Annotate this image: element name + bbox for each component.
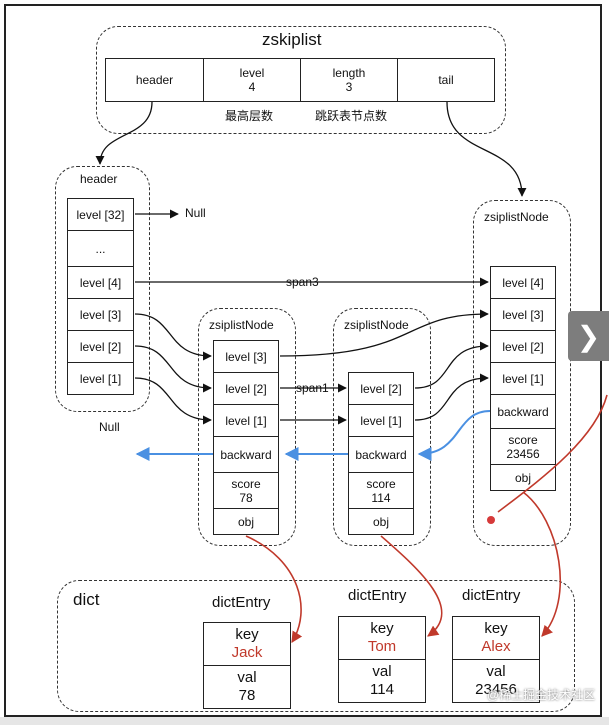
node2-backward: backward	[348, 436, 414, 473]
node2-score-label: score	[366, 476, 396, 491]
node3-obj-arrow	[522, 491, 561, 637]
dict-entry-title: dictEntry	[212, 594, 271, 611]
node3-level-1: level [1]	[490, 362, 556, 395]
header-null-label: Null	[185, 206, 206, 220]
node2-obj-arrow	[380, 535, 443, 637]
header-node-container	[55, 166, 150, 412]
header-level1-arrow	[134, 377, 212, 425]
dict-entry-val-label: val	[237, 669, 257, 686]
next-slide-button[interactable]: ❯	[568, 311, 609, 361]
node1-obj: obj	[213, 508, 279, 535]
dict-container	[57, 580, 575, 712]
zskiplist-level-label: level	[239, 66, 265, 80]
node1-title: zsiplistNode	[209, 318, 274, 332]
dict-entry-key-label: key	[484, 620, 508, 637]
dict-entry-key-label: key	[370, 620, 394, 637]
dict-entry-val-value: 23456	[475, 681, 517, 698]
node2-level1-arrow	[414, 373, 489, 421]
node1-level-3: level [3]	[213, 340, 279, 373]
zskiplist-length-note: 跳跃表节点数	[315, 109, 388, 123]
node3-obj: obj	[490, 464, 556, 491]
zskiplist-length-value: 3	[345, 80, 353, 94]
node3-backward-arrow	[417, 410, 491, 461]
zskiplist-header-cell: header	[105, 58, 204, 102]
zskiplist-title: zskiplist	[262, 30, 322, 49]
zskiplist-container	[96, 26, 506, 134]
header-level2-arrow	[134, 345, 212, 393]
header-level3-arrow	[134, 313, 212, 361]
node2-container	[333, 308, 431, 546]
dict-entry-val-value: 78	[238, 687, 256, 704]
bottom-bar	[0, 717, 609, 725]
header-level-2: level [2]	[67, 330, 134, 363]
zskiplist-length-label: length	[332, 66, 366, 80]
header-node-title: header	[80, 172, 118, 186]
node3-score-value: 23456	[506, 446, 540, 461]
zskiplist-level-value: 4	[248, 80, 256, 94]
dict-entry-key-value: Alex	[481, 638, 511, 655]
annotation-stroke	[497, 394, 608, 513]
tail-pointer-arrow	[446, 101, 527, 197]
node3-container	[473, 200, 571, 546]
dict-entry-key-label: key	[235, 626, 259, 643]
zskiplist-header-label: header	[135, 73, 174, 87]
node1-score-value: 78	[239, 490, 253, 505]
node3-level-4: level [4]	[490, 266, 556, 299]
node3-score-label: score	[508, 432, 538, 447]
header-level-3: level [3]	[67, 298, 134, 331]
node2-level2-arrow	[414, 341, 489, 389]
dict-title: dict	[73, 590, 100, 609]
node2-title: zsiplistNode	[344, 318, 409, 332]
annotation-dot	[487, 516, 495, 524]
header-level-1: level [1]	[67, 362, 134, 395]
dict-entry-val-value: 114	[370, 681, 394, 698]
watermark: @稀土掘金技术社区	[487, 688, 596, 702]
node1-backward: backward	[213, 436, 279, 473]
dict-entry-val-label: val	[372, 663, 392, 680]
dict-entry-key-value: Tom	[367, 638, 397, 655]
node3-level-2: level [2]	[490, 330, 556, 363]
dict-entry-title: dictEntry	[462, 587, 521, 604]
dict-entry-val-label: val	[486, 663, 506, 680]
zskiplist-tail-label: tail	[438, 73, 454, 87]
node1-level3-arrow	[279, 309, 489, 357]
node1-level-2: level [2]	[213, 372, 279, 405]
zskiplist-tail-cell: tail	[397, 58, 495, 102]
node1-score-label: score	[231, 476, 261, 491]
dict-entry-key-value: Jack	[231, 644, 263, 661]
zskiplist-level-note: 最高层数	[225, 109, 274, 123]
header-level-32: level [32]	[67, 198, 134, 231]
node1-obj-arrow	[245, 535, 303, 643]
header-level-4: level [4]	[67, 266, 134, 299]
node2-level-1: level [1]	[348, 404, 414, 437]
node3-title: zsiplistNode	[484, 210, 549, 224]
dict-entry-title: dictEntry	[348, 587, 407, 604]
chevron-right-icon: ❯	[576, 320, 601, 352]
header-pointer-arrow	[95, 101, 153, 165]
node2-score-value: 114	[371, 490, 391, 505]
node1-container	[198, 308, 296, 546]
null-left-label: Null	[99, 420, 120, 434]
node2-obj: obj	[348, 508, 414, 535]
